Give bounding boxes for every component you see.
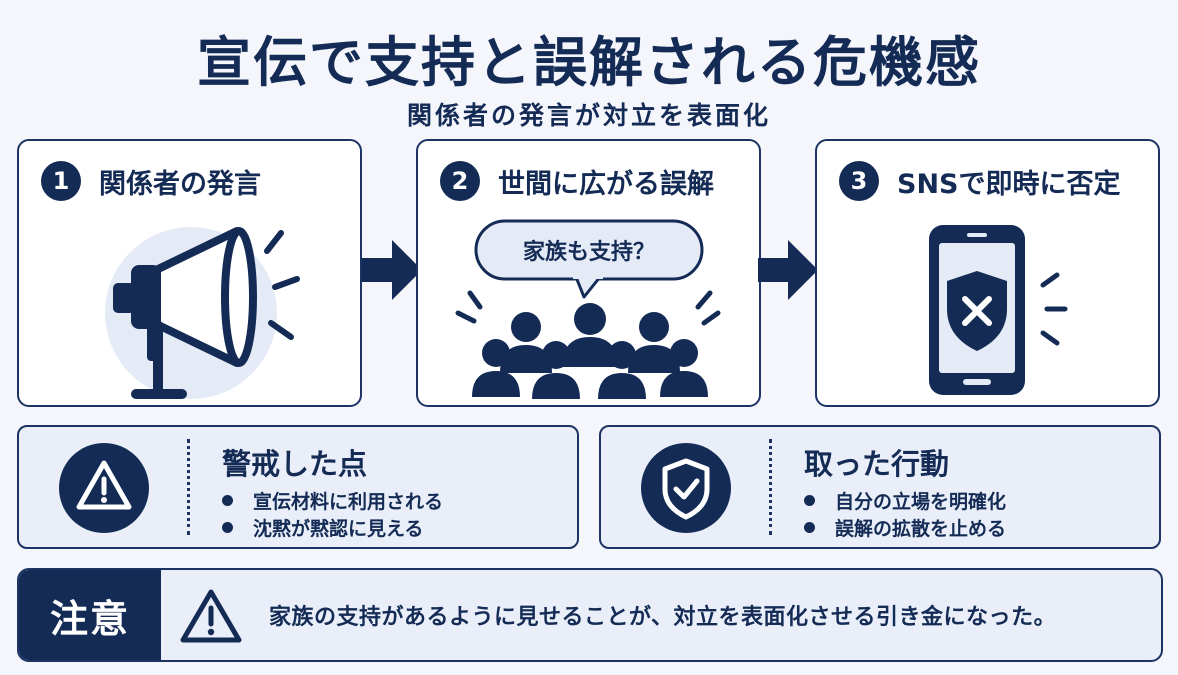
caution-list: 宣伝材料に利用される 沈黙が黙認に見える	[222, 487, 443, 541]
action-list: 自分の立場を明確化 誤解の拡散を止める	[804, 487, 1006, 541]
arrow-right-icon	[362, 240, 422, 300]
step-header: 3 SNSで即時に否定	[839, 161, 1121, 201]
page-title: 宣伝で支持と誤解される危機感	[197, 31, 981, 94]
smartphone-shield-icon	[929, 225, 1068, 395]
bullet-icon	[804, 495, 815, 506]
speech-bubble-text: 家族も支持？	[523, 239, 655, 265]
list-item: 宣伝材料に利用される	[222, 487, 443, 514]
megaphone-icon	[105, 227, 300, 399]
caution-title: 警戒した点	[222, 447, 368, 481]
list-item: 自分の立場を明確化	[804, 487, 1006, 514]
action-panel: 取った行動 自分の立場を明確化 誤解の拡散を止める	[599, 425, 1161, 549]
step-title: SNSで即時に否定	[897, 168, 1121, 200]
step-card-1: 1 関係者の発言	[17, 139, 362, 407]
list-item: 誤解の拡散を止める	[804, 514, 1006, 541]
page-subtitle: 関係者の発言が対立を表面化	[406, 101, 771, 130]
list-item-text: 宣伝材料に利用される	[253, 491, 444, 513]
caution-panel: 警戒した点 宣伝材料に利用される 沈黙が黙認に見える	[17, 425, 579, 549]
step-number-badge: 3	[839, 161, 879, 201]
bullet-icon	[222, 495, 233, 506]
panel-divider	[187, 439, 190, 535]
shield-check-icon	[641, 443, 731, 533]
list-item: 沈黙が黙認に見える	[222, 514, 443, 541]
step-title: 世間に広がる誤解	[498, 168, 714, 200]
warning-icon	[180, 589, 242, 643]
step-card-3: 3 SNSで即時に否定	[815, 139, 1160, 407]
list-item-text: 自分の立場を明確化	[835, 491, 1007, 513]
step-card-2: 2 世間に広がる誤解 家族も支持？	[416, 139, 761, 407]
step-number-badge: 1	[41, 161, 81, 201]
step-header: 2 世間に広がる誤解	[440, 161, 714, 201]
notice-label: 注意	[19, 570, 161, 660]
arrow-right-icon	[758, 240, 818, 300]
bullet-icon	[222, 522, 233, 533]
notice-bar: 注意 家族の支持があるように見せることが、対立を表面化させる引き金になった。	[17, 568, 1163, 662]
list-item-text: 誤解の拡散を止める	[835, 518, 1007, 540]
step-header: 1 関係者の発言	[41, 161, 261, 201]
panel-divider	[769, 439, 772, 535]
list-item-text: 沈黙が黙認に見える	[253, 518, 424, 540]
notice-text: 家族の支持があるように見せることが、対立を表面化させる引き金になった。	[269, 605, 1057, 630]
warning-icon	[59, 443, 149, 533]
step-number-badge: 2	[440, 161, 480, 201]
crowd-icon: 家族も支持？	[455, 219, 721, 399]
step-title: 関係者の発言	[99, 168, 261, 200]
action-title: 取った行動	[804, 447, 950, 481]
bullet-icon	[804, 522, 815, 533]
